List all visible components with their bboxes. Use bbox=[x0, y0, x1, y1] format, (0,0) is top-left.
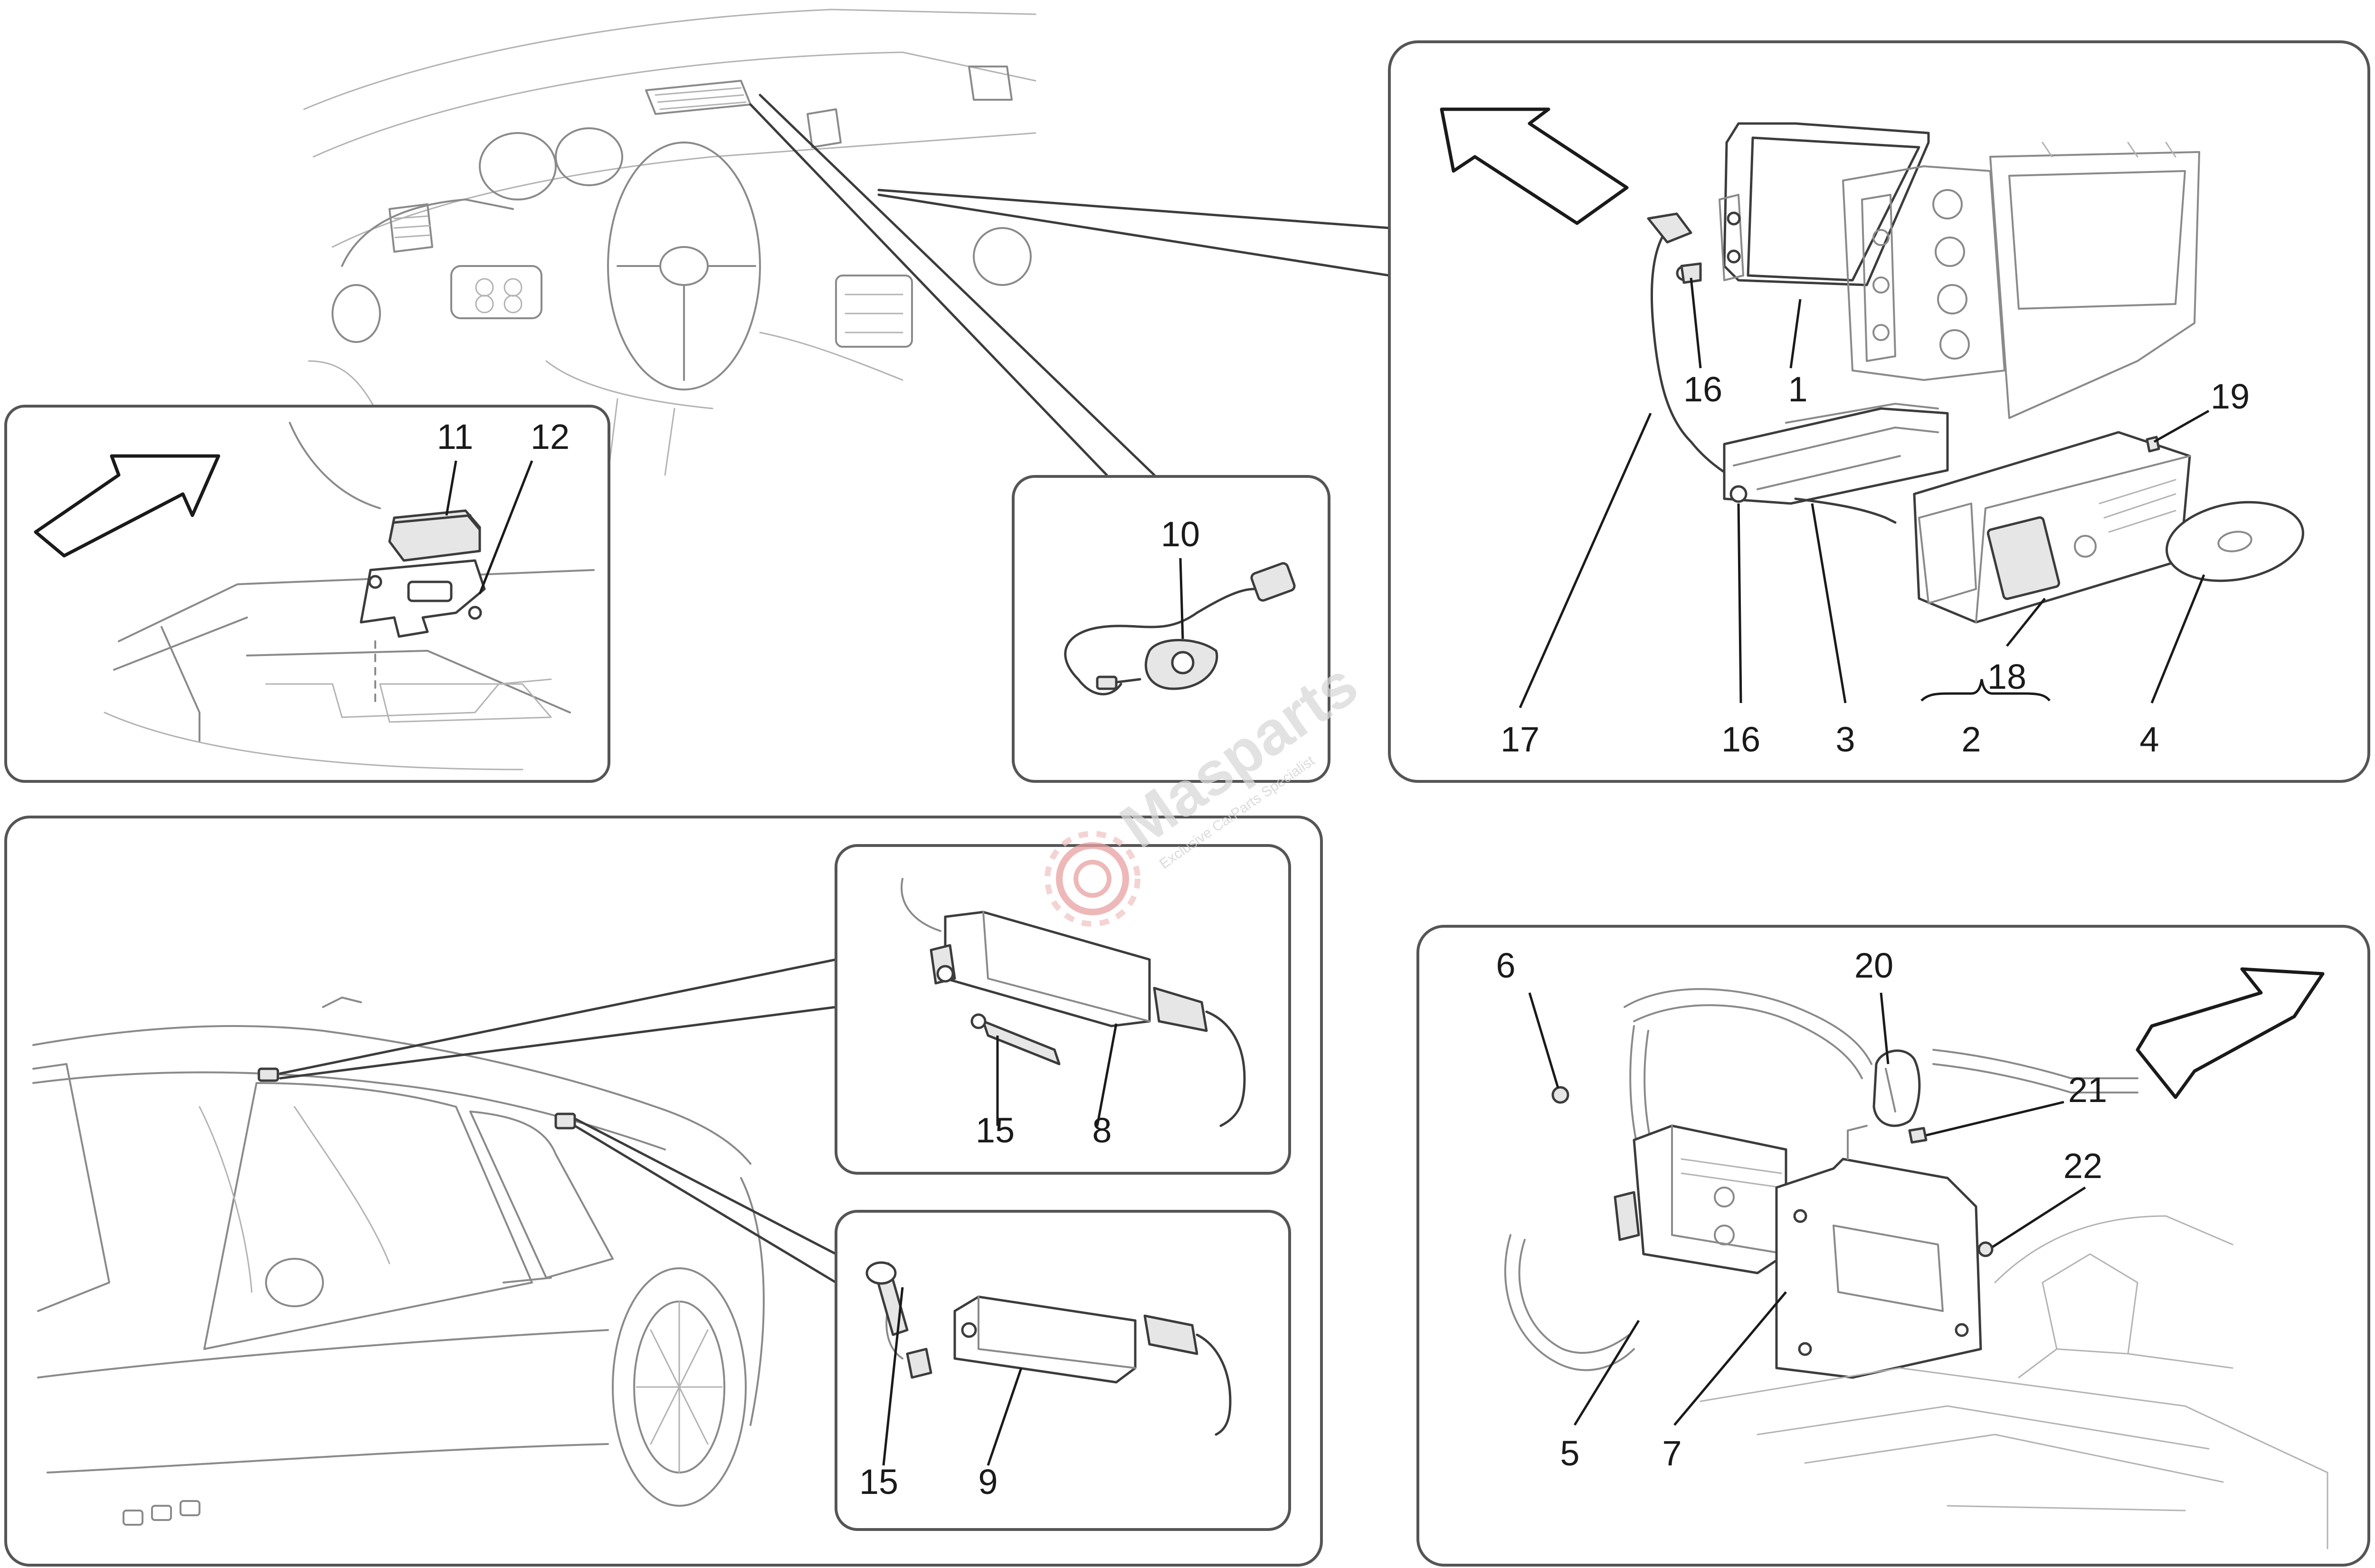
gear-logo-icon bbox=[1045, 831, 1140, 927]
leader-5 bbox=[1573, 1320, 1640, 1426]
front-direction-arrow-icon bbox=[34, 454, 220, 558]
leader-17 bbox=[1519, 412, 1652, 709]
callout-3: 3 bbox=[1835, 720, 1855, 759]
leader-21 bbox=[1926, 1101, 2064, 1137]
callout-22: 22 bbox=[2063, 1146, 2102, 1186]
leader-10 bbox=[1179, 558, 1184, 639]
group-2-brace bbox=[1920, 679, 2051, 702]
window-antenna-panel bbox=[835, 1210, 1291, 1531]
leader-3 bbox=[1811, 503, 1847, 703]
leader-to-infotainment-panel-a bbox=[877, 189, 1391, 229]
callout-16b: 16 bbox=[1721, 720, 1760, 759]
callout-5: 5 bbox=[1560, 1434, 1579, 1473]
callout-9: 9 bbox=[978, 1462, 998, 1501]
infotainment-unit-panel bbox=[1388, 40, 2370, 783]
leader-11 bbox=[445, 460, 457, 516]
callout-8: 8 bbox=[1092, 1111, 1112, 1150]
callout-17: 17 bbox=[1501, 720, 1539, 759]
callout-15b: 15 bbox=[859, 1462, 898, 1501]
leader-4 bbox=[2150, 574, 2205, 703]
dashboard-overview bbox=[303, 9, 1036, 476]
leader-12 bbox=[478, 460, 533, 594]
front-direction-arrow-icon bbox=[2136, 967, 2325, 1099]
callout-16a: 16 bbox=[1683, 370, 1722, 409]
callout-4: 4 bbox=[2139, 720, 2159, 759]
callout-6: 6 bbox=[1496, 946, 1515, 985]
leader-22 bbox=[1992, 1186, 2086, 1248]
callout-15a: 15 bbox=[976, 1111, 1015, 1150]
front-direction-arrow-icon bbox=[1440, 107, 1629, 225]
callout-7: 7 bbox=[1662, 1434, 1682, 1473]
antenna-amplifier-panel bbox=[4, 405, 610, 783]
leader-to-gps-panel-a bbox=[749, 103, 1108, 476]
callout-12: 12 bbox=[531, 417, 570, 456]
leader-20 bbox=[1880, 992, 1890, 1064]
callout-21: 21 bbox=[2068, 1070, 2107, 1110]
leader-9 bbox=[987, 1368, 1023, 1466]
callout-11: 11 bbox=[437, 417, 474, 456]
leader-16b bbox=[1737, 503, 1742, 703]
leader-15b bbox=[882, 1287, 904, 1466]
control-module-panel bbox=[1416, 925, 2370, 1567]
leader-7 bbox=[1673, 1291, 1787, 1426]
leader-to-gps-panel-b bbox=[759, 94, 1156, 476]
callout-20: 20 bbox=[1854, 946, 1893, 985]
gps-connector-panel bbox=[1012, 475, 1330, 783]
callout-18: 18 bbox=[1987, 657, 2026, 696]
callout-10: 10 bbox=[1161, 514, 1200, 554]
leader-1 bbox=[1789, 299, 1802, 369]
callout-1: 1 bbox=[1788, 370, 1807, 409]
leader-8 bbox=[1096, 1023, 1118, 1126]
callout-19: 19 bbox=[2211, 377, 2250, 416]
leader-16a bbox=[1690, 277, 1702, 369]
leader-18 bbox=[2006, 598, 2046, 647]
leader-19 bbox=[2153, 409, 2210, 443]
leader-to-infotainment-panel-b bbox=[877, 193, 1391, 277]
callout-2: 2 bbox=[1961, 720, 1981, 759]
leader-6 bbox=[1528, 992, 1559, 1088]
